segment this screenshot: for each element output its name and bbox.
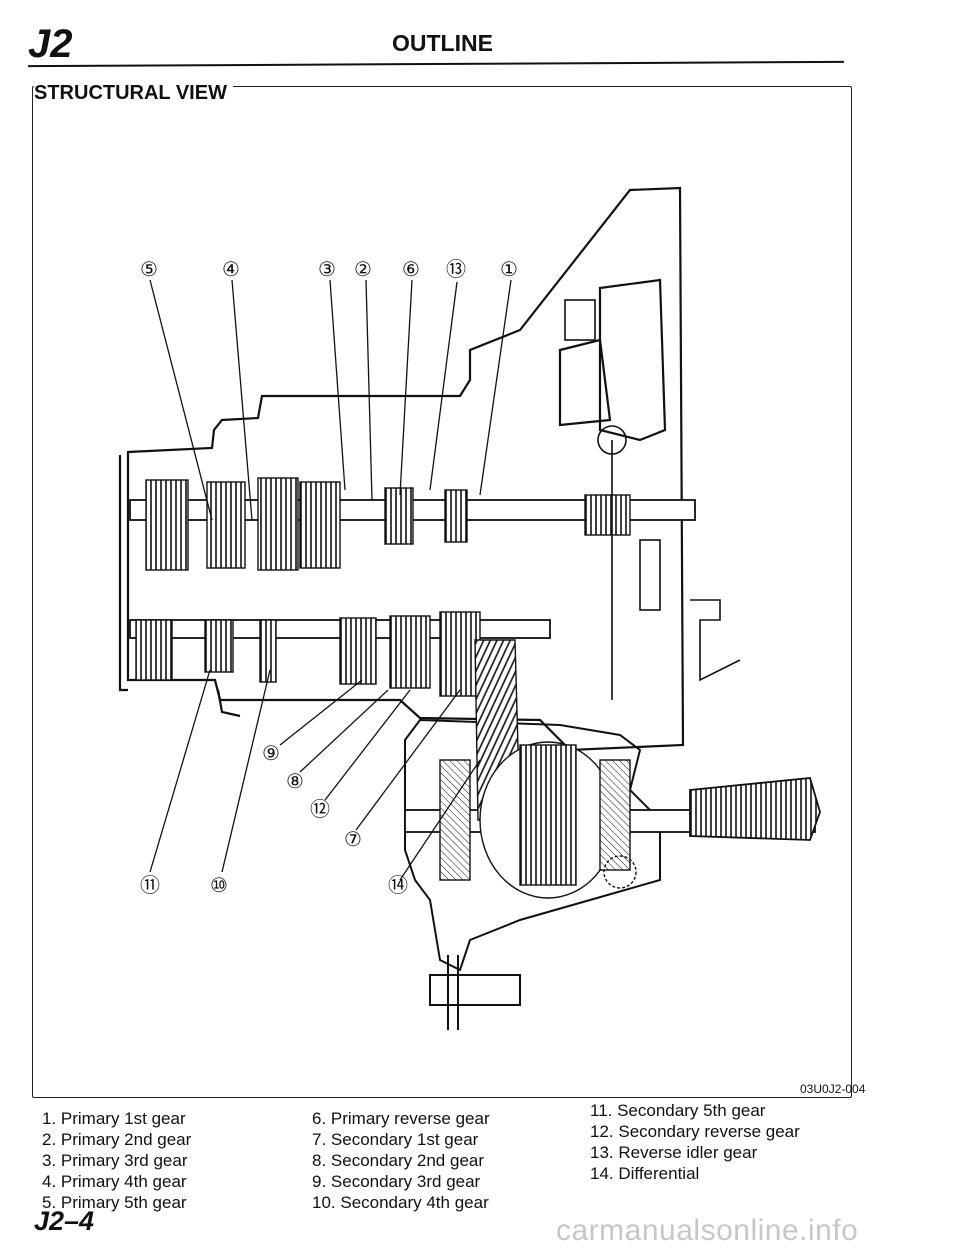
callout-9: ⑨ (262, 743, 280, 765)
callout-7: ⑦ (344, 829, 362, 851)
callout-12: ⑫ (310, 798, 330, 821)
legend-column-1: 1. Primary 1st gear 2. Primary 2nd gear … (42, 1108, 191, 1213)
legend-item: 9. Secondary 3rd gear (312, 1172, 481, 1191)
callout-6: ⑥ (402, 259, 420, 281)
figure-frame (32, 86, 852, 1098)
legend-item: 6. Primary reverse gear (312, 1109, 490, 1128)
callout-11: ⑪ (140, 874, 160, 897)
callout-1: ① (500, 259, 518, 281)
legend-item: 4. Primary 4th gear (42, 1172, 187, 1191)
legend-column-2: 6. Primary reverse gear 7. Secondary 1st… (312, 1108, 490, 1213)
legend-item: 1. Primary 1st gear (42, 1109, 186, 1128)
legend-item: 14. Differential (590, 1164, 700, 1183)
callout-14: ⑭ (388, 874, 408, 897)
gear-housing-outline (118, 186, 685, 752)
legend-item: 3. Primary 3rd gear (42, 1151, 188, 1170)
callout-5: ⑤ (140, 259, 158, 281)
callout-3: ③ (318, 259, 336, 281)
leader-lines (149, 279, 512, 881)
differential-gears (439, 741, 637, 899)
page-number: J2–4 (34, 1206, 95, 1236)
callout-13: ⑬ (446, 258, 466, 281)
figure-code: 03U0J2-004 (800, 1082, 866, 1096)
callout-2: ② (354, 259, 372, 281)
transaxle-cutaway-illustration: ⑤ ④ ③ ② ⑥ ⑬ ① ⑨ ⑧ ⑫ ⑦ ⑪ ⑩ ⑭ (118, 186, 821, 1030)
legend-column-3: 11. Secondary 5th gear 12. Secondary rev… (590, 1100, 800, 1184)
callout-4: ④ (222, 259, 240, 281)
callout-labels: ⑤ ④ ③ ② ⑥ ⑬ ① ⑨ ⑧ ⑫ ⑦ ⑪ ⑩ ⑭ (140, 258, 518, 897)
legend-item: 7. Secondary 1st gear (312, 1130, 479, 1149)
page-title: OUTLINE (392, 30, 493, 56)
differential-housing (404, 718, 661, 1030)
legend-item: 11. Secondary 5th gear (590, 1101, 766, 1120)
legend-item: 12. Secondary reverse gear (590, 1122, 800, 1141)
legend-item: 5. Primary 5th gear (42, 1193, 187, 1212)
shift-mechanism (564, 299, 741, 700)
legend-item: 13. Reverse idler gear (590, 1143, 758, 1162)
legend-item: 2. Primary 2nd gear (42, 1130, 192, 1149)
callout-8: ⑧ (286, 771, 304, 793)
callout-10: ⑩ (210, 875, 228, 897)
watermark: carmanualsonline.info (556, 1214, 859, 1247)
primary-gears (145, 477, 631, 571)
legend-item: 10. Secondary 4th gear (312, 1193, 489, 1212)
legend-item: 8. Secondary 2nd gear (312, 1151, 485, 1170)
header-rule (28, 60, 844, 68)
view-title: STRUCTURAL VIEW (34, 82, 233, 105)
section-code: J2 (28, 22, 73, 66)
